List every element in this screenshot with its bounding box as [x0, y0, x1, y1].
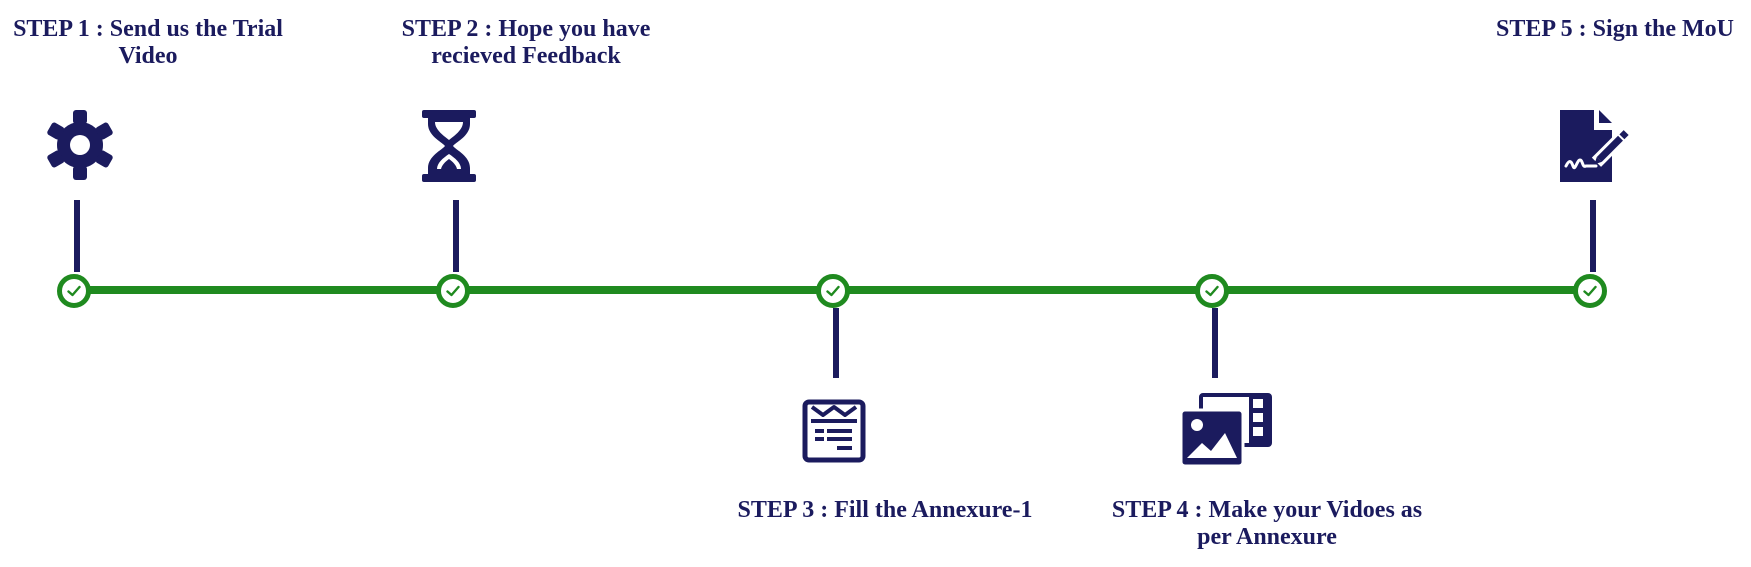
step-4-label: STEP 4 : Make your Vidoes as per Annexur… [1111, 497, 1423, 550]
check-icon [67, 285, 81, 297]
check-icon [446, 285, 460, 297]
media-gallery-icon [1179, 393, 1274, 472]
step-5-node [1573, 274, 1607, 308]
step-5-label: STEP 5 : Sign the MoU [1495, 16, 1735, 42]
step-1-node [57, 274, 91, 308]
step-3-node [816, 274, 850, 308]
check-icon [1583, 285, 1597, 297]
check-icon [1205, 285, 1219, 297]
step-5-connector [1590, 200, 1596, 272]
step-1-label: STEP 1 : Send us the Trial Video [13, 16, 283, 69]
form-icon [802, 399, 866, 468]
step-3-label: STEP 3 : Fill the Annexure-1 [737, 497, 1033, 523]
step-3-connector [833, 308, 839, 378]
sign-document-icon [1556, 108, 1646, 189]
step-2-label: STEP 2 : Hope you have recieved Feedback [401, 16, 651, 69]
gear-icon [45, 110, 115, 185]
hourglass-icon [420, 108, 480, 189]
step-1-connector [74, 200, 80, 272]
step-2-connector [453, 200, 459, 272]
step-4-node [1195, 274, 1229, 308]
step-2-node [436, 274, 470, 308]
check-icon [826, 285, 840, 297]
step-4-connector [1212, 308, 1218, 378]
